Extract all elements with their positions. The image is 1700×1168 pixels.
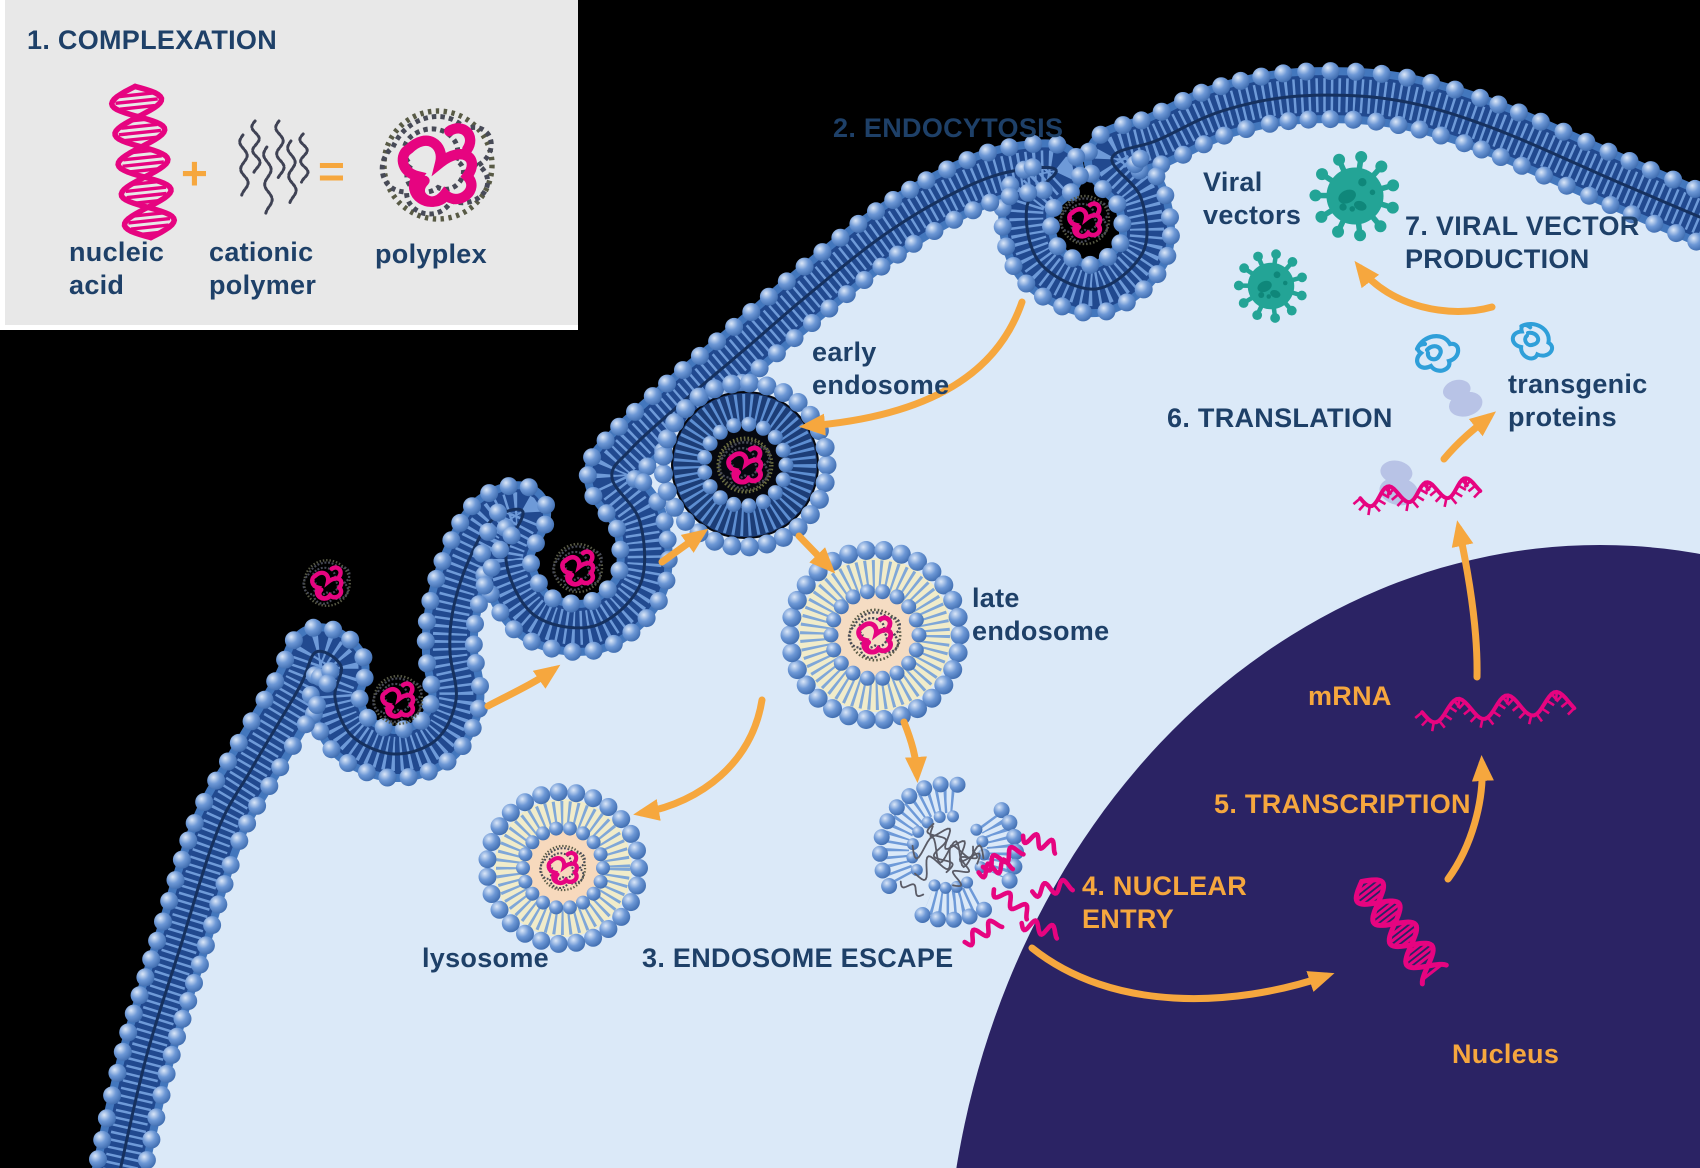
polyplex-particle	[303, 560, 349, 606]
molecules	[303, 150, 1577, 987]
polyplex-particle	[553, 544, 602, 592]
label-endocytosis: 2. ENDOCYTOSIS	[833, 113, 1064, 143]
label-nucleus: Nucleus	[1452, 1039, 1560, 1069]
viral-vector-icon	[1233, 249, 1307, 323]
label-complexation: 1. COMPLEXATION	[27, 25, 278, 55]
label-viral-vector-production: 7. VIRAL VECTOR PRODUCTION	[1405, 211, 1640, 275]
dna-helix-icon	[108, 83, 178, 241]
polyplex-particle	[373, 676, 422, 724]
label-nuclear-entry: 4. NUCLEAR ENTRY	[1082, 871, 1248, 935]
cell-membrane	[89, 62, 1700, 1168]
organelles	[478, 373, 1024, 953]
polyplex-result	[382, 111, 492, 219]
viral-vector-icon	[1309, 150, 1400, 242]
mrna-icon	[1352, 476, 1483, 516]
label-lysosome: lysosome	[422, 943, 549, 973]
process-arrows	[484, 260, 1497, 1003]
mrna-icon	[1414, 689, 1577, 732]
polyplex-particle	[1060, 196, 1109, 244]
label-late-endosome: late endosome	[972, 583, 1110, 647]
label-nucleic-acid: nucleic acid	[69, 237, 165, 301]
label-polyplex: polyplex	[375, 239, 487, 269]
late-endosome	[780, 541, 970, 729]
lysosome	[478, 783, 648, 953]
label-transgenic-proteins: transgenic proteins	[1508, 369, 1648, 433]
label-early-endosome: early endosome	[812, 337, 950, 401]
label-transcription: 5. TRANSCRIPTION	[1214, 789, 1471, 819]
label-viral-vectors: Viral vectors	[1203, 167, 1302, 231]
endosome-escape-vesicle	[872, 776, 1024, 928]
early-endosome	[654, 373, 837, 557]
equals-sign: =	[318, 145, 345, 197]
label-mrna: mRNA	[1308, 681, 1392, 711]
label-cationic-polymer: cationic polymer	[209, 237, 317, 301]
label-endosome-escape: 3. ENDOSOME ESCAPE	[642, 943, 954, 973]
label-translation: 6. TRANSLATION	[1167, 403, 1393, 433]
complexation-graphics	[108, 83, 578, 241]
plus-sign: +	[181, 147, 208, 199]
complexation-inset-panel: 1. COMPLEXATION + = nucleic acid cationi…	[0, 0, 578, 330]
dna-helix-icon	[1353, 877, 1449, 987]
